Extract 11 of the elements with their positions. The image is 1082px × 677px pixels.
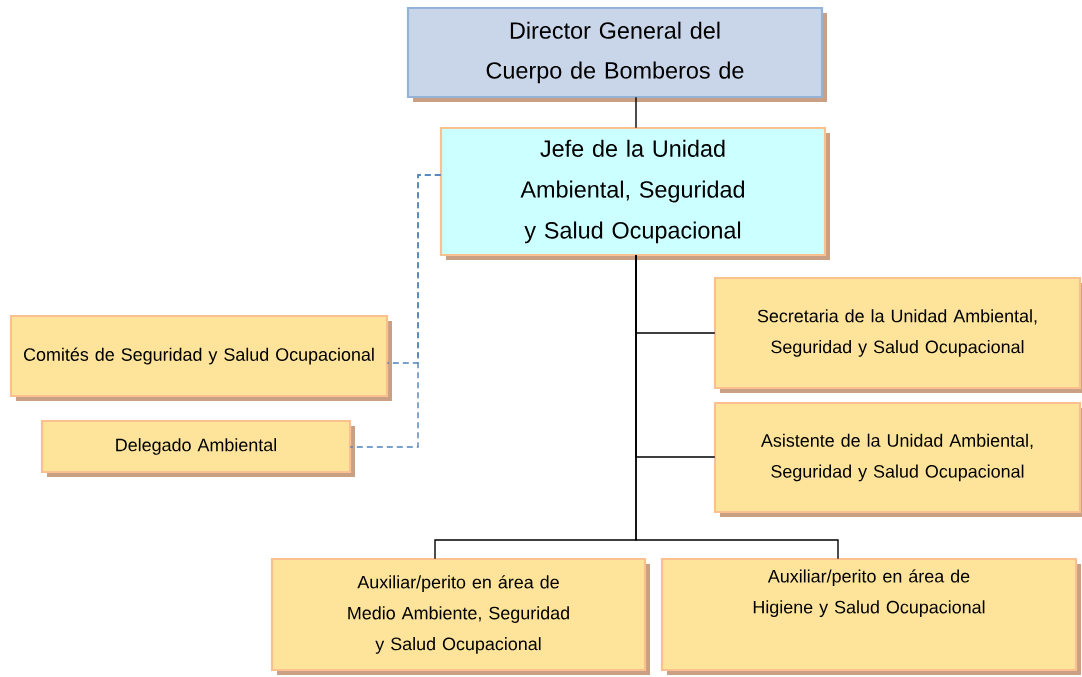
connector-line xyxy=(349,174,442,448)
org-box: Secretaria de la Unidad Ambiental, Seguridad y Salud Ocupacional xyxy=(713,276,1082,393)
org-box: Auxiliar/perito en área de Medio Ambiente, Seguridad y Salud Ocupacional xyxy=(270,557,650,675)
org-box: Delegado Ambiental xyxy=(40,419,355,477)
org-box: Comités de Seguridad y Salud Ocupacional xyxy=(9,314,392,401)
org-box: Director General del Cuerpo de Bomberos de xyxy=(406,6,827,102)
org-box: Asistente de la Unidad Ambiental, Seguridad y Salud Ocupacional xyxy=(713,401,1082,517)
org-box: Auxiliar/perito en área de Higiene y Salud Ocupacional xyxy=(660,557,1081,675)
connector-line xyxy=(635,254,839,560)
org-box: Jefe de la Unidad Ambiental, Seguridad y Salud Ocupacional xyxy=(439,126,830,260)
connector-line xyxy=(635,96,637,129)
